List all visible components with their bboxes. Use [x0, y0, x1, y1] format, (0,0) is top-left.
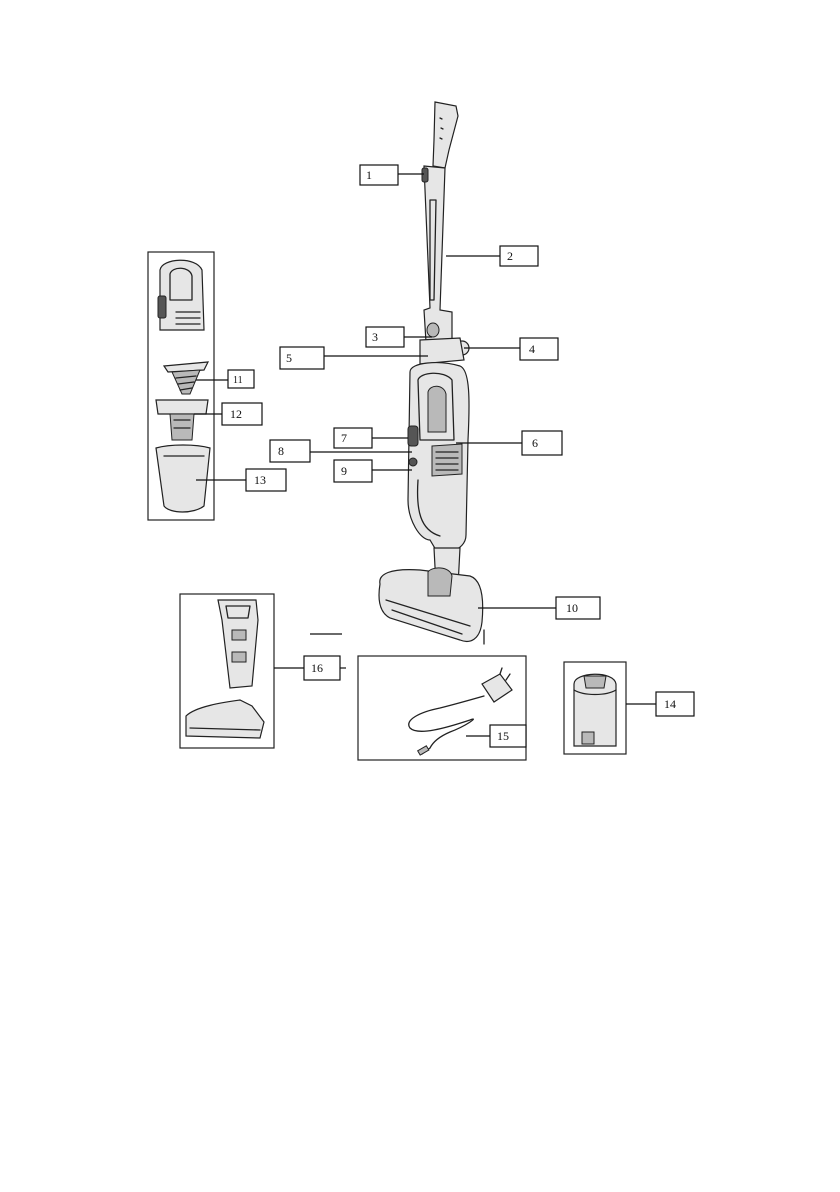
- crevice-tool-panel: [180, 594, 274, 748]
- callout-10: 10: [556, 597, 600, 619]
- callout-1-label: 1: [366, 168, 372, 182]
- callout-5-label: 5: [286, 351, 292, 365]
- callout-6: 6: [522, 431, 562, 455]
- callout-3: 3: [366, 327, 404, 347]
- callout-14: 14: [656, 692, 694, 716]
- callout-9: 9: [334, 460, 372, 482]
- callout-8-label: 8: [278, 444, 284, 458]
- callout-7: 7: [334, 428, 372, 448]
- callout-6-label: 6: [532, 436, 538, 450]
- callout-15: 15: [490, 725, 526, 747]
- callout-1: 1: [360, 165, 398, 185]
- callout-7-label: 7: [341, 431, 347, 445]
- callout-2: 2: [500, 246, 538, 266]
- callout-11-label: 11: [233, 375, 243, 386]
- callout-16: 16: [304, 656, 340, 680]
- callout-3-label: 3: [372, 330, 378, 344]
- callout-2-label: 2: [507, 249, 513, 263]
- callout-15-label: 15: [497, 729, 509, 743]
- callout-12: 12: [222, 403, 262, 425]
- callout-13-label: 13: [254, 473, 266, 487]
- callout-4-label: 4: [529, 342, 535, 356]
- battery-panel: [564, 662, 626, 754]
- callout-10-label: 10: [566, 601, 578, 615]
- callout-4: 4: [520, 338, 558, 360]
- callout-14-label: 14: [664, 697, 676, 711]
- callout-5: 5: [280, 347, 324, 369]
- callout-8: 8: [270, 440, 310, 462]
- callout-16-label: 16: [311, 661, 323, 675]
- callout-11: 11: [228, 370, 254, 388]
- callout-12-label: 12: [230, 407, 242, 421]
- callout-9-label: 9: [341, 464, 347, 478]
- callout-13: 13: [246, 469, 286, 491]
